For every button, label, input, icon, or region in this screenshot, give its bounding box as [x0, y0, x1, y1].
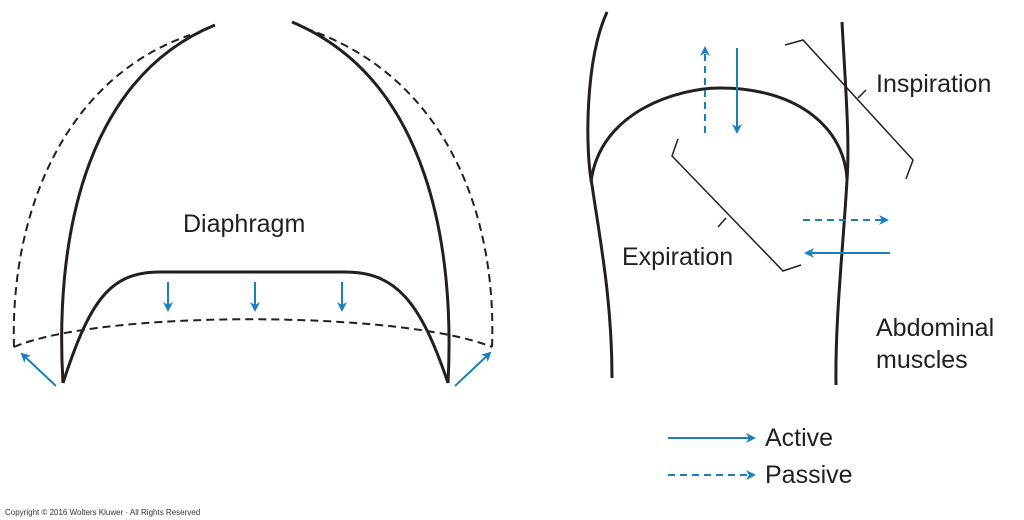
inspiration-label: Inspiration [876, 70, 992, 98]
rib-out-arrow-left [20, 352, 57, 387]
legend-active-label: Active [765, 424, 834, 452]
inspiration-bracket [784, 39, 914, 180]
diaphragm-side-view [589, 86, 849, 183]
abdominal-wall [834, 21, 850, 386]
right-ribcage-expanded [309, 29, 494, 348]
diaphragm-label: Diaphragm [183, 210, 306, 238]
rib-cage-left-diagram [12, 20, 494, 384]
lateral-arrows [668, 46, 890, 480]
brackets [671, 39, 914, 272]
expiration-bracket [671, 138, 802, 272]
left-ribcage-expanded [12, 34, 191, 348]
lateral-diagram [586, 11, 850, 386]
copyright-notice: Copyright © 2016 Wolters Kluwer · All Ri… [5, 508, 201, 517]
left-arrows [20, 282, 492, 387]
abdominal-label: Abdominal [876, 314, 995, 342]
rib-out-arrow-right [454, 351, 492, 387]
legend-passive-label: Passive [765, 461, 853, 489]
right-ribcage-wall [291, 20, 451, 384]
left-ribcage-wall [60, 23, 216, 384]
expiration-label: Expiration [622, 243, 734, 271]
back-wall [586, 11, 614, 379]
diaphragm-contracted [13, 318, 493, 348]
diaphragm-dome [61, 270, 450, 384]
muscles-label: muscles [876, 346, 968, 374]
